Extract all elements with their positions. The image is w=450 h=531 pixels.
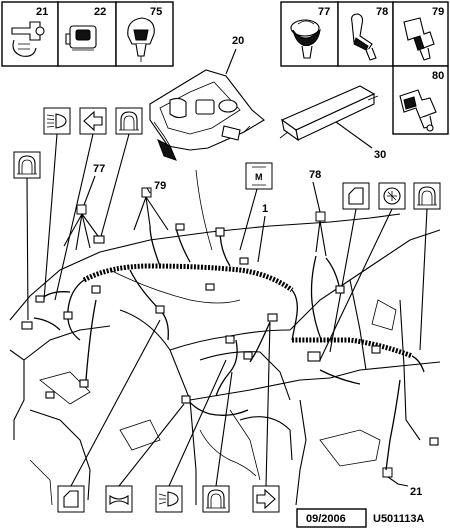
clip-78-icon [351, 13, 377, 61]
callout-77: 77 [93, 163, 105, 175]
clip-75-icon [127, 17, 155, 62]
callout-21: 21 [410, 486, 422, 498]
footer-reference: U501113A [373, 513, 424, 525]
rear-seat-icon[interactable] [13, 151, 41, 179]
footer: 09/2006 U501113A [296, 508, 424, 528]
footer-date: 09/2006 [306, 513, 346, 525]
door-bottom-icon[interactable] [57, 485, 85, 513]
callout-30: 30 [374, 149, 386, 161]
clip-21-icon [11, 21, 45, 57]
harness-connectors [21, 223, 439, 446]
marker-21 [382, 467, 393, 478]
callout-1: 1 [262, 203, 268, 215]
callout-20: 20 [232, 35, 244, 47]
grommet-77-icon [290, 19, 321, 59]
part-label-75: 75 [150, 6, 162, 18]
support-bracket-20[interactable]: 20 [149, 35, 265, 161]
sensor-icon[interactable] [378, 182, 406, 210]
part-label-78: 78 [376, 6, 388, 18]
leader-lines [26, 133, 428, 487]
part-box-78[interactable] [337, 1, 394, 67]
seat-heating-front-icon[interactable] [115, 107, 143, 135]
marker-78 [315, 211, 326, 222]
m-letter: M [255, 172, 263, 182]
cover-30[interactable]: 30 [279, 85, 386, 161]
callout-78: 78 [309, 169, 321, 181]
door-icon[interactable] [342, 182, 370, 210]
part-label-80: 80 [432, 70, 444, 82]
parts-panel-right: 77 78 79 80 [280, 1, 449, 135]
part-label-22: 22 [94, 6, 106, 18]
clip-79-icon [403, 17, 435, 61]
horn-icon[interactable] [105, 485, 133, 513]
part-label-21: 21 [36, 6, 48, 18]
seat-heating-bottom-icon[interactable] [202, 485, 230, 513]
wiring-harness-1[interactable] [33, 225, 425, 471]
fog-lamp-icon[interactable] [155, 485, 183, 513]
part-label-79: 79 [432, 6, 444, 18]
headlamp-icon[interactable] [43, 107, 71, 135]
m-connector-icon[interactable]: M [245, 162, 273, 190]
seat-heating-right-icon[interactable] [413, 182, 441, 210]
footer-date-box [296, 508, 367, 528]
connector-22-icon [65, 25, 97, 51]
arrow-right-icon[interactable] [252, 485, 280, 513]
parts-panel-left: 21 22 75 [1, 1, 174, 67]
arrow-left-icon[interactable] [79, 107, 107, 135]
callout-79: 79 [154, 180, 166, 192]
marker-77 [76, 204, 87, 215]
vehicle-body [9, 169, 441, 506]
part-label-77: 77 [318, 6, 330, 18]
bottom-leader-lines [70, 319, 271, 487]
clip-80-icon [399, 89, 437, 132]
